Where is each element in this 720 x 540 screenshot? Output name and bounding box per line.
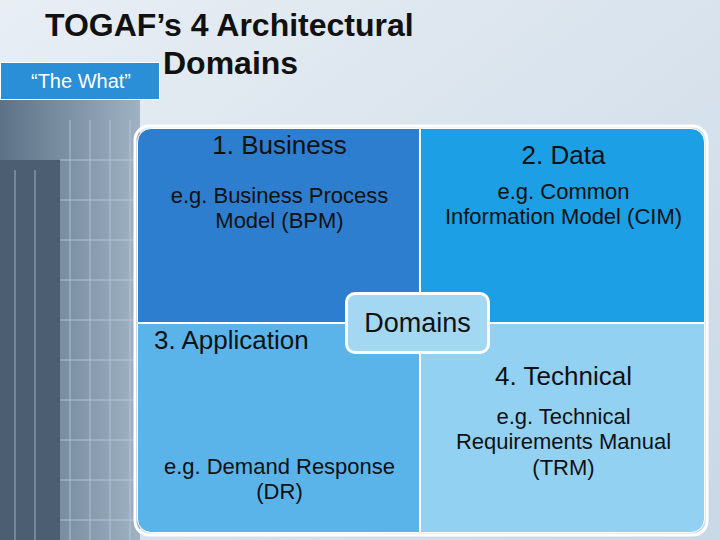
tag-box: “The What” [0, 62, 160, 100]
matrix-frame [135, 126, 707, 535]
domain-box: 4. Technical e.g. Technical Requirements … [420, 323, 705, 533]
domain-heading: 4. Technical [441, 362, 686, 392]
domain-example: e.g. Business Process Model (BPM) [163, 183, 396, 234]
domain-heading: 1. Business [158, 131, 401, 161]
center-box: Domains [345, 292, 490, 354]
domain-heading: Domains [348, 308, 487, 339]
domain-box: 3. Application e.g. Demand Response (DR) [137, 323, 420, 533]
domain-example: e.g. Common Information Model (CIM) [441, 179, 686, 230]
domain-example: e.g. Technical Requirements Manual (TRM) [441, 404, 686, 480]
building-photo [0, 100, 140, 540]
domain-heading: 3. Application [154, 326, 344, 356]
domain-heading: “The What” [1, 70, 161, 93]
domain-heading: 2. Data [441, 141, 686, 171]
domain-example: e.g. Demand Response (DR) [163, 454, 396, 505]
